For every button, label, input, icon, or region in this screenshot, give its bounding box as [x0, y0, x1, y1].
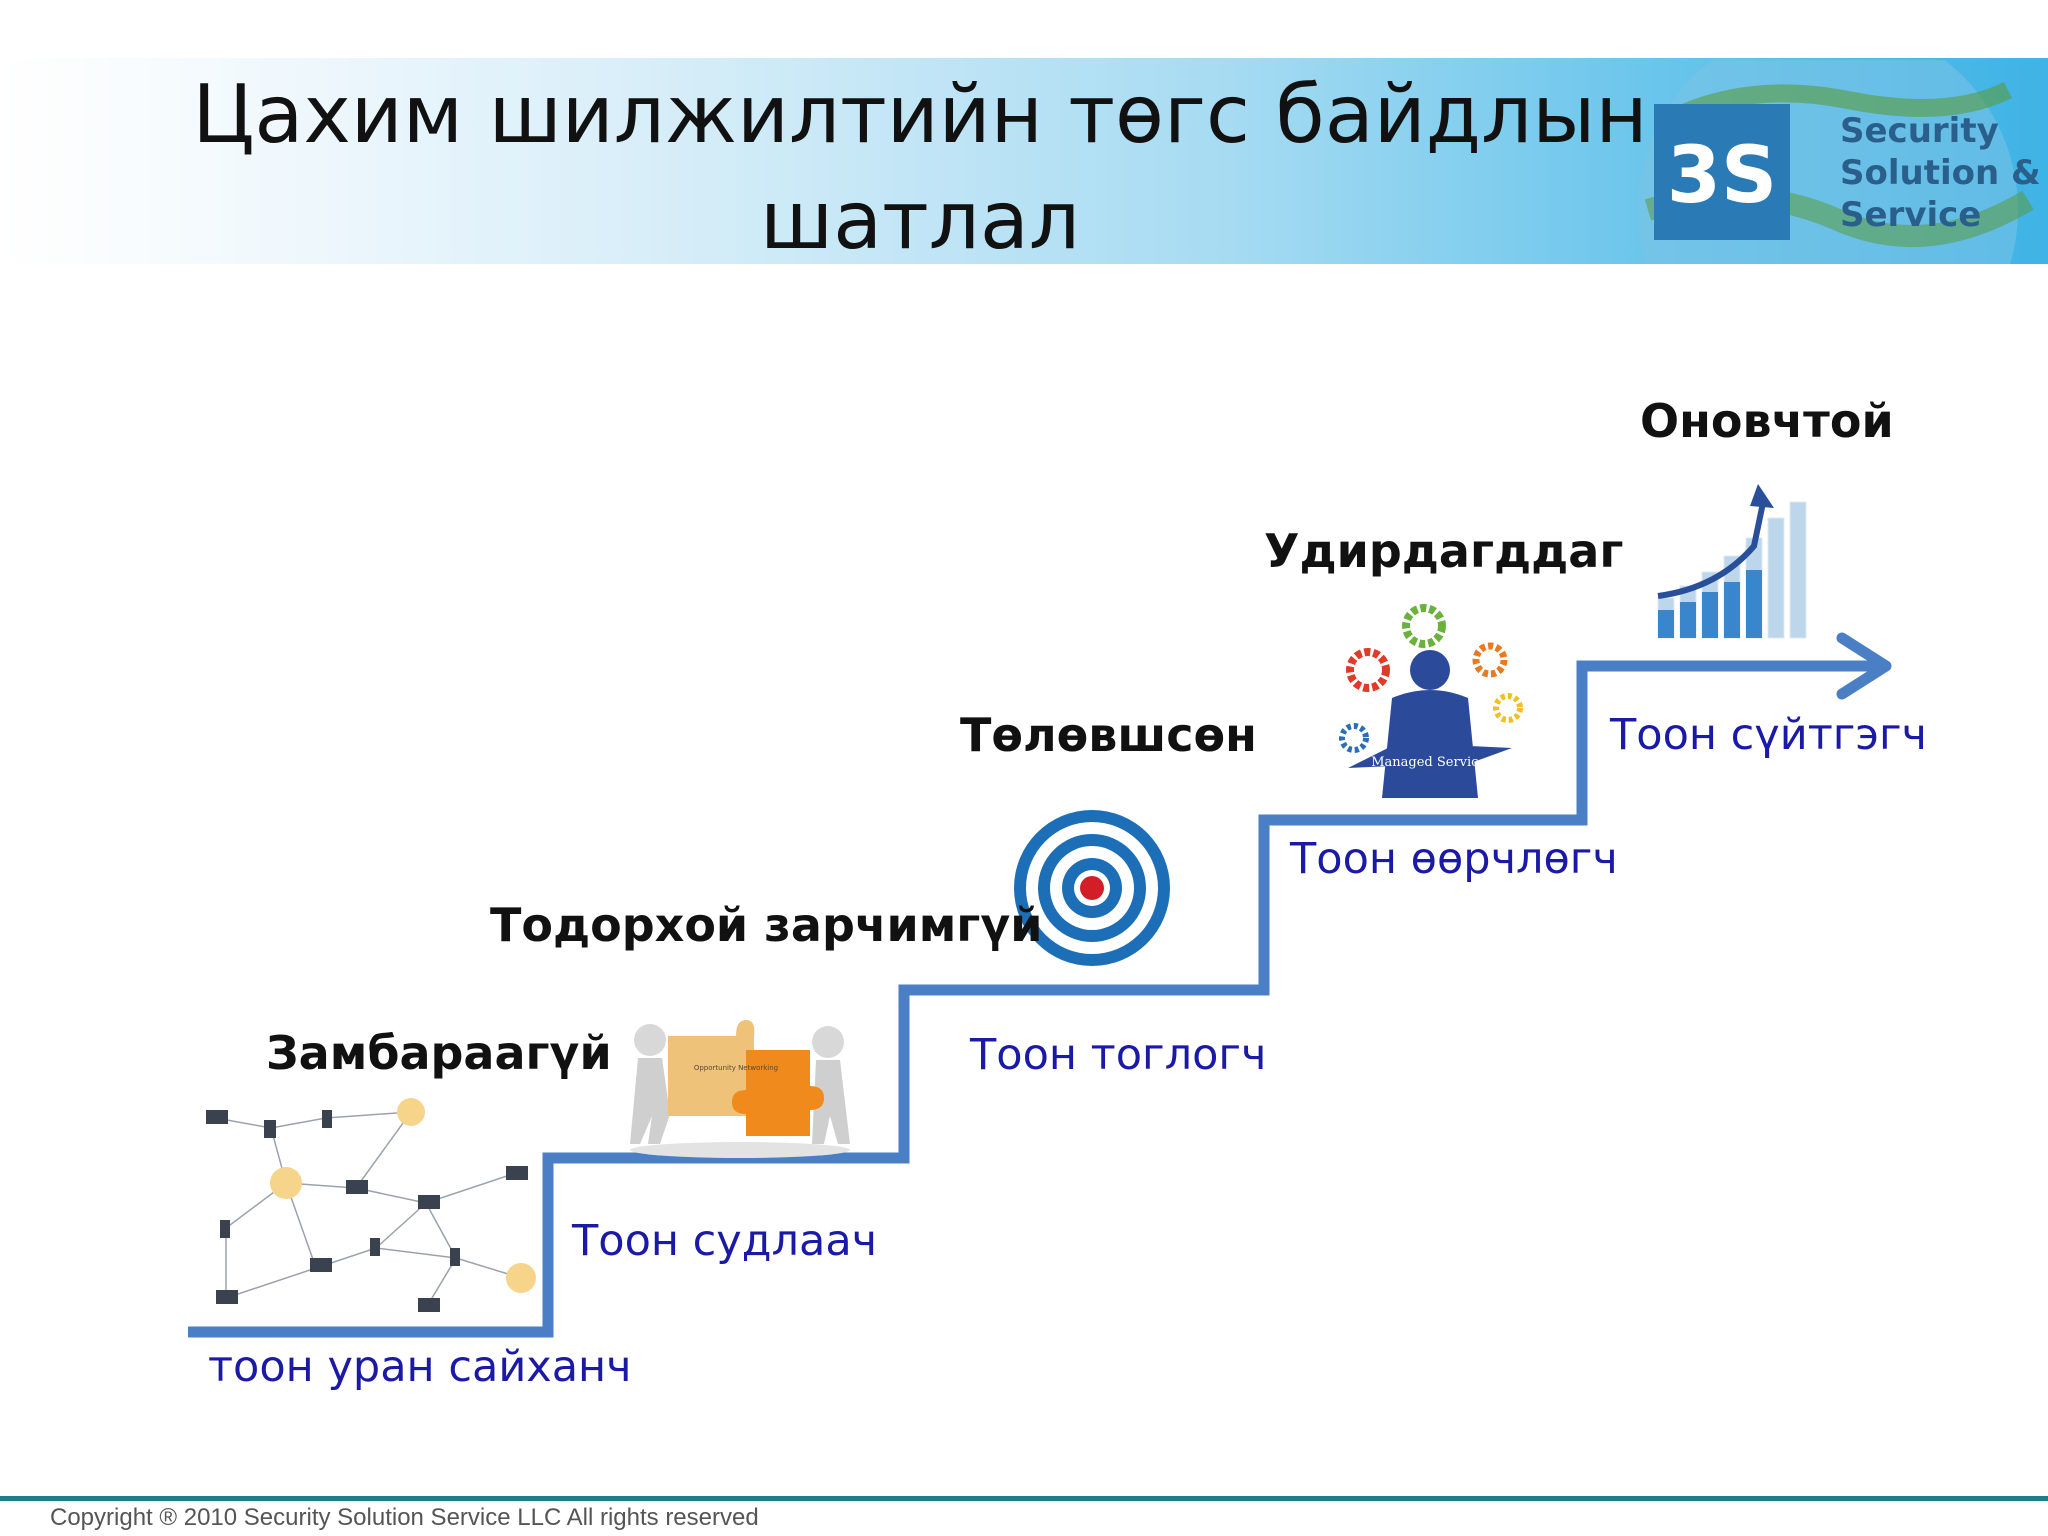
level-1-role: тоон уран сайханч	[208, 1342, 632, 1392]
footer-divider	[0, 1496, 2048, 1501]
puzzle-caption: Opportunity Networking	[694, 1064, 778, 1072]
managed-services-caption: Managed Services	[1371, 755, 1493, 770]
staircase-arrow-head	[1836, 632, 1892, 700]
staircase-line	[188, 660, 1880, 1338]
level-4-name: Удирдагддаг	[1264, 524, 1624, 578]
level-1-name: Замбараагүй	[266, 1026, 612, 1080]
growth-chart-icon	[1657, 484, 1807, 639]
level-3-name: Төлөвшсөн	[960, 708, 1257, 762]
slide-title: Цахим шилжилтийн төгс байдлын шатлал	[192, 68, 1648, 267]
logo-mark-text: 3S	[1667, 131, 1777, 221]
level-3-role: Тоон тоглогч	[970, 1030, 1267, 1080]
logo-line-3: Service	[1840, 195, 1981, 235]
level-4-role: Тоон өөрчлөгч	[1290, 834, 1618, 884]
company-logo: 3S Security Solution & Service	[1638, 60, 2041, 264]
target-icon	[1014, 810, 1170, 966]
level-2-role: Тоон судлаач	[572, 1216, 878, 1266]
managed-services-icon: Managed Services	[1339, 604, 1523, 798]
puzzle-icon: Opportunity Networking	[630, 1020, 850, 1158]
logo-mark	[1654, 104, 1790, 240]
footer-copyright: Copyright ® 2010 Security Solution Servi…	[50, 1504, 759, 1531]
logo-line-2: Solution &	[1840, 153, 2041, 193]
network-icon	[206, 1098, 536, 1312]
level-5-name: Оновчтой	[1640, 394, 1894, 448]
level-2-name: Тодорхой зарчимгүй	[490, 898, 1043, 952]
level-5-role: Тоон сүйтгэгч	[1610, 710, 1927, 760]
logo-line-1: Security	[1840, 111, 1999, 151]
